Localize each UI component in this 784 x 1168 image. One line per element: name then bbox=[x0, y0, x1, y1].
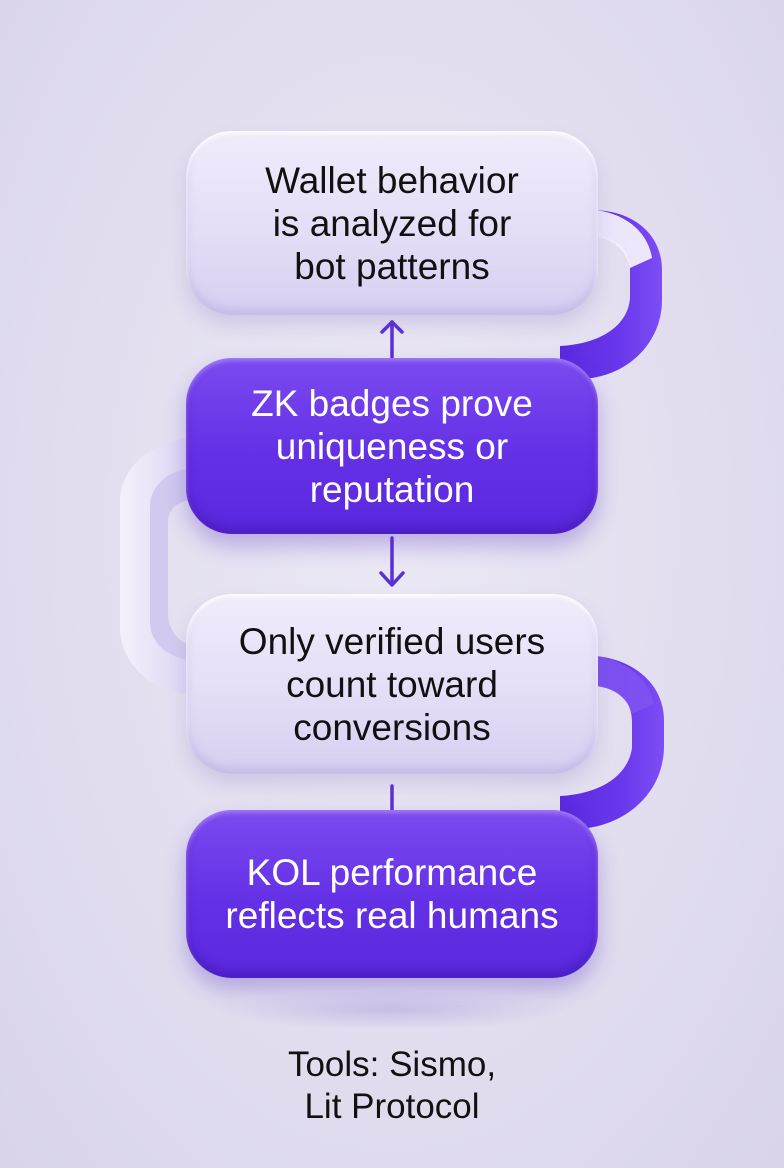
down-arrow bbox=[381, 538, 403, 585]
step-card-wallet-behavior: Wallet behavior is analyzed for bot patt… bbox=[186, 131, 598, 315]
step-text: ZK badges prove uniqueness or reputation bbox=[251, 382, 533, 511]
tools-footnote: Tools: Sismo, Lit Protocol bbox=[192, 1044, 592, 1128]
step-card-kol-performance: KOL performance reflects real humans bbox=[186, 810, 598, 978]
step-text: Only verified users count toward convers… bbox=[239, 620, 545, 749]
step-text: KOL performance reflects real humans bbox=[225, 851, 558, 937]
step-text: Wallet behavior is analyzed for bot patt… bbox=[265, 159, 519, 288]
step-card-zk-badges: ZK badges prove uniqueness or reputation bbox=[186, 358, 598, 534]
ribbon-left-edge bbox=[150, 468, 190, 660]
step-card-verified-users: Only verified users count toward convers… bbox=[186, 594, 598, 774]
